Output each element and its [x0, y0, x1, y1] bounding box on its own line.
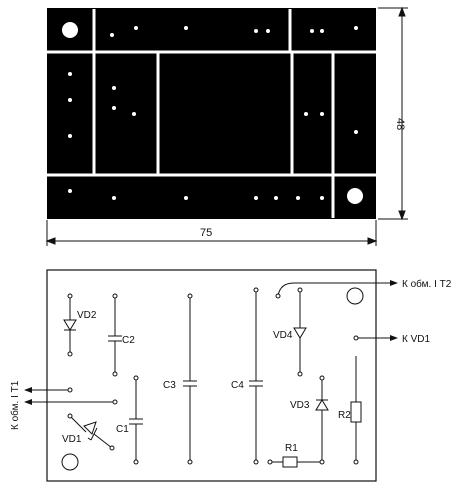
label-vd1: VD1	[62, 434, 82, 445]
pcb-copper-view	[47, 8, 376, 219]
pcb-drill-holes	[68, 26, 358, 200]
mounting-hole-bottom-right	[347, 188, 363, 204]
resistor-r1	[270, 456, 320, 468]
pcb-isolation-gaps	[47, 9, 376, 218]
capacitor-c3	[183, 296, 197, 462]
mounting-hole-top-right	[346, 287, 364, 305]
pcb-component-view	[24, 269, 398, 482]
label-r2: R2	[338, 410, 351, 421]
dimension-lines	[45, 6, 408, 246]
diode-vd3	[315, 378, 329, 462]
capacitor-c4	[249, 290, 263, 462]
resistor-r2	[350, 356, 362, 462]
component-pads	[67, 287, 359, 465]
dimension-width-label: 75	[200, 227, 212, 239]
label-vd3: VD3	[290, 400, 310, 411]
mounting-hole-bottom-left	[61, 453, 79, 471]
label-to-vd1: К VD1	[402, 334, 430, 345]
label-vd4: VD4	[273, 330, 293, 341]
mounting-hole-top-left	[62, 22, 78, 38]
arrowheads	[24, 280, 398, 405]
label-to-t2: К обм. I Т2	[402, 278, 452, 290]
label-vd2: VD2	[77, 310, 97, 321]
label-c4: C4	[231, 380, 244, 391]
label-r1: R1	[285, 443, 298, 454]
trace-to-t2	[277, 282, 391, 297]
pcb-board-outline	[46, 269, 377, 482]
label-c2: C2	[122, 335, 135, 346]
label-c3: C3	[163, 380, 176, 391]
label-c1: C1	[116, 424, 129, 435]
capacitor-c1	[129, 378, 143, 462]
dimension-height-label: 48	[394, 118, 406, 130]
label-to-t1: К обм. I Т1	[9, 380, 21, 430]
pcb-board-black	[47, 8, 376, 219]
capacitor-c2	[108, 296, 122, 374]
diode-vd2	[63, 296, 77, 354]
diode-vd4	[293, 290, 307, 374]
diode-vd1	[69, 415, 113, 449]
